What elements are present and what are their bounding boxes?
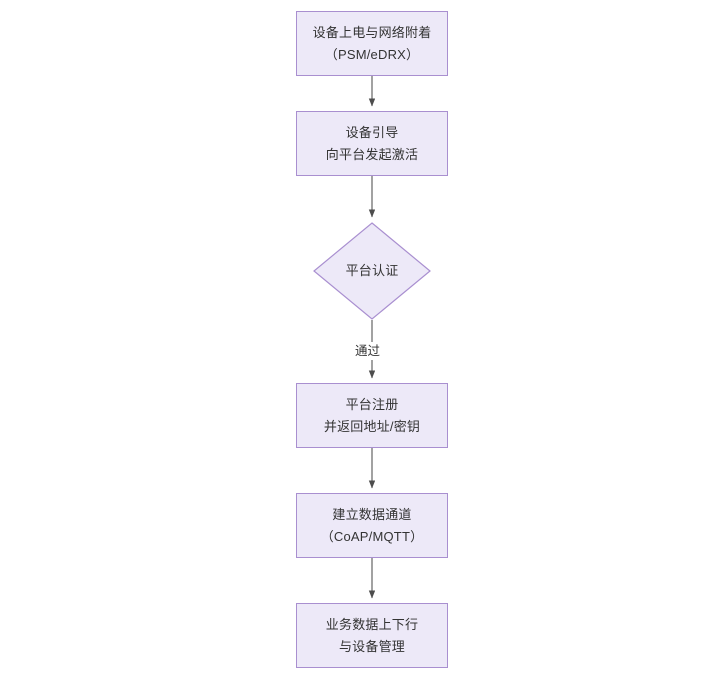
node-label: 业务数据上下行 与设备管理 xyxy=(325,616,419,654)
node-device-bootstrap-activation[interactable]: 设备引导 向平台发起激活 xyxy=(296,111,448,176)
node-label: 建立数据通道 （CoAP/MQTT） xyxy=(320,506,424,544)
node-platform-authentication[interactable]: 平台认证 xyxy=(313,222,431,320)
node-business-data-and-device-management[interactable]: 业务数据上下行 与设备管理 xyxy=(296,603,448,668)
edge-label-text: 通过 xyxy=(355,344,381,358)
node-label: 平台认证 xyxy=(345,263,399,278)
node-establish-data-channel[interactable]: 建立数据通道 （CoAP/MQTT） xyxy=(296,493,448,558)
node-label: 设备上电与网络附着 （PSM/eDRX） xyxy=(312,24,432,62)
edge-label-pass: 通过 xyxy=(352,342,384,360)
diamond-icon xyxy=(313,222,431,320)
node-label: 平台注册 并返回地址/密钥 xyxy=(323,396,421,434)
node-platform-registration[interactable]: 平台注册 并返回地址/密钥 xyxy=(296,383,448,448)
node-power-on-network-attach[interactable]: 设备上电与网络附着 （PSM/eDRX） xyxy=(296,11,448,76)
node-label: 设备引导 向平台发起激活 xyxy=(325,124,419,162)
